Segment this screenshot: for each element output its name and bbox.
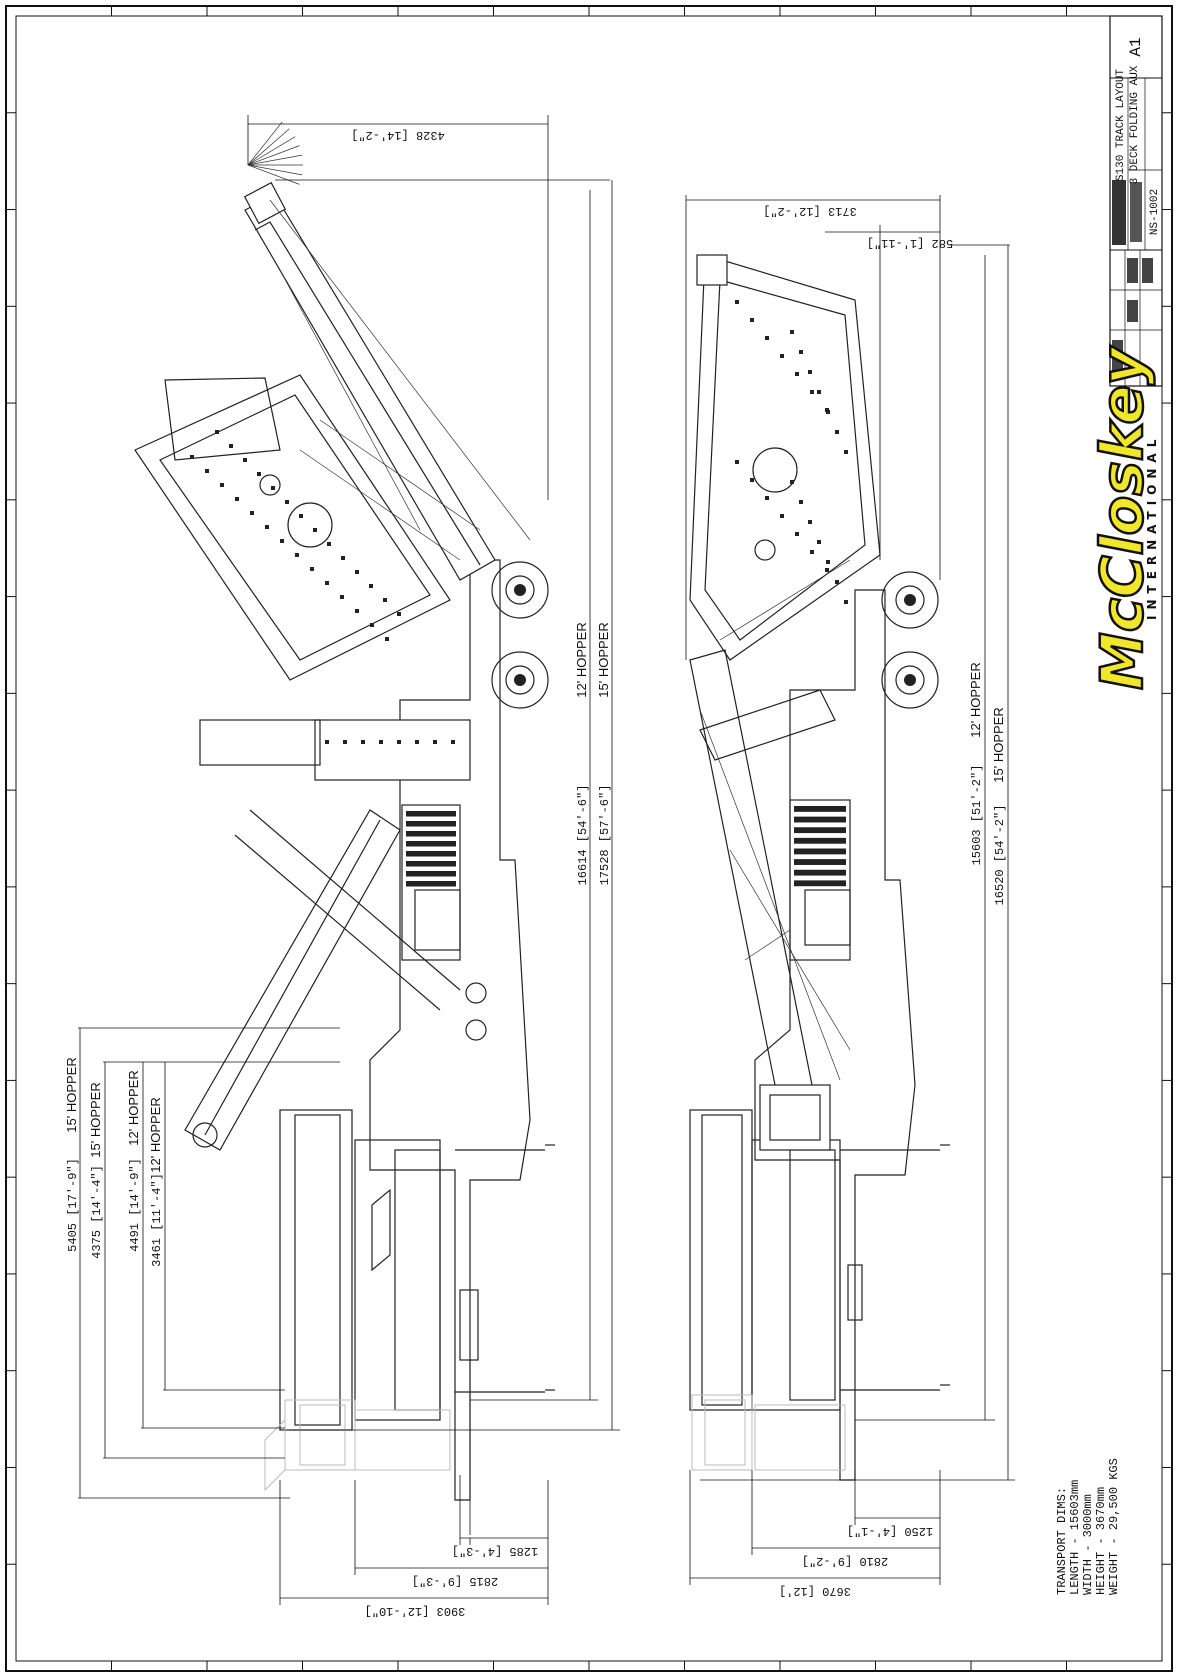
title-block: A1 S130 TRACK LAYOUT 3 DECK FOLDING AUX …	[1109, 15, 1163, 387]
transport-dims-weight: WEIGHT - 29,500 KGS	[1107, 1458, 1121, 1595]
transport-dims-note: TRANSPORT DIMS: LENGTH - 15603mm WIDTH -…	[1055, 1458, 1121, 1595]
drawing-number: NS-1002	[1149, 189, 1161, 235]
mccloskey-logo: McCloskey INTERNATIONAL	[1087, 344, 1159, 691]
label-working-12ft-length: 12' HOPPER	[574, 622, 589, 697]
dim-transport-top-2: 582 [1'-11"]	[867, 236, 953, 250]
drawing-title-line2: 3 DECK FOLDING AUX	[1129, 65, 1141, 184]
label-working-height-15-a: 15' HOPPER	[64, 1057, 79, 1132]
dim-working-height-15-b: 4375 [14'-4"]	[90, 1165, 104, 1259]
label-working-height-15-b: 15' HOPPER	[88, 1082, 103, 1157]
transport-dims-length: LENGTH - 15603mm	[1068, 1480, 1082, 1595]
label-working-height-12-a: 12' HOPPER	[126, 1070, 141, 1145]
dim-working-bottom-3: 3903 [12'-10"]	[365, 1604, 466, 1618]
transport-dims-width: WIDTH - 3000mm	[1081, 1494, 1095, 1595]
dim-transport-bottom-3: 3670 [12']	[779, 1584, 851, 1598]
label-working-15ft-length: 15' HOPPER	[596, 622, 611, 697]
dim-working-bottom-1: 1285 [4'-3"]	[452, 1544, 538, 1558]
dim-transport-bottom-2: 2810 [9'-2"]	[802, 1554, 888, 1568]
dim-transport-15ft-length: 16520 [54'-2"]	[993, 805, 1007, 906]
label-working-height-12-b: 12' HOPPER	[148, 1097, 163, 1172]
dim-working-15ft-length: 17528 [57'-6"]	[598, 785, 612, 886]
dim-working-height-15-a: 5405 [17'-9"]	[66, 1158, 80, 1252]
dim-transport-12ft-length: 15603 [51'-2"]	[970, 765, 984, 866]
title-block-notes	[1110, 180, 1162, 386]
dim-working-height-12-b: 3461 [11'-4"]	[150, 1173, 164, 1267]
working-dimensions: 4328 [14'-2"] 16614 [54'-6"] 12' HOPPER …	[64, 115, 620, 1618]
dim-transport-bottom-1: 1250 [4'-1"]	[847, 1524, 933, 1538]
logo-brand: McCloskey	[1088, 345, 1156, 690]
label-transport-12ft-length: 12' HOPPER	[968, 662, 983, 737]
drawing-border	[5, 5, 1173, 1672]
working-view-machine	[134, 121, 555, 1535]
sheet-size: A1	[1127, 37, 1145, 56]
logo-subtitle: INTERNATIONAL	[1145, 434, 1159, 620]
dim-working-12ft-length: 16614 [54'-6"]	[576, 785, 590, 886]
drawing-title-line1: S130 TRACK LAYOUT	[1115, 68, 1127, 181]
dim-transport-top-1: 3713 [12'-2"]	[763, 204, 857, 218]
label-transport-15ft-length: 15' HOPPER	[991, 707, 1006, 782]
dim-working-height-12-a: 4491 [14'-9"]	[128, 1158, 142, 1252]
transport-view-machine	[689, 254, 950, 1481]
transport-dims-height: HEIGHT - 3670mm	[1094, 1487, 1108, 1595]
dim-working-top: 4328 [14'-2"]	[351, 128, 445, 142]
transport-dims-heading: TRANSPORT DIMS:	[1055, 1487, 1069, 1595]
dim-working-bottom-2: 2815 [9'-3"]	[412, 1574, 498, 1588]
transport-dimensions: 3713 [12'-2"] 582 [1'-11"] 15603 [51'-2"…	[685, 195, 1015, 1598]
